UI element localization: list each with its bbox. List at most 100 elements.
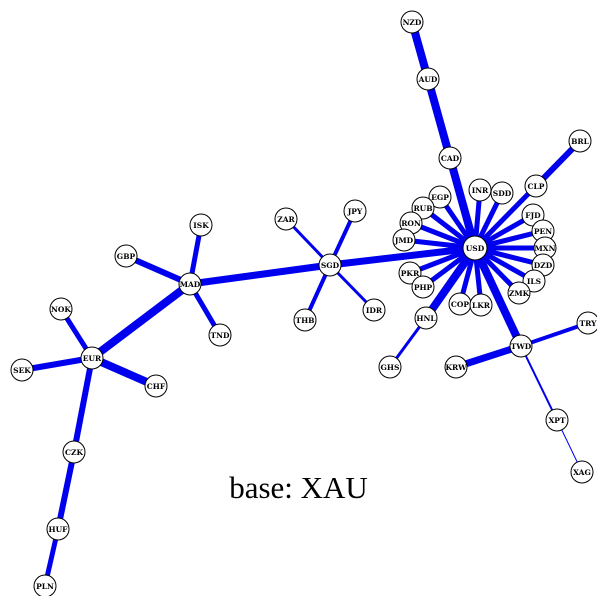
edge-czk-eur: [71, 357, 95, 453]
node-ils: ILS: [522, 269, 546, 293]
node-label: JMD: [394, 236, 414, 245]
node-label: SGD: [321, 261, 340, 270]
node-label: HUF: [49, 525, 69, 534]
node-jmd: JMD: [392, 228, 416, 252]
node-circle: [10, 358, 34, 382]
edge-aud-cad: [424, 77, 454, 160]
node-label: CAD: [441, 154, 460, 163]
node-hnl: HNL: [414, 306, 438, 330]
node-circle: [400, 10, 424, 34]
node-label: NOK: [51, 305, 71, 314]
node-circle: [428, 185, 452, 209]
edge-twd-usd: [471, 246, 525, 348]
node-circle: [509, 334, 533, 358]
node-circle: [522, 269, 546, 293]
node-label: GBP: [117, 252, 136, 261]
node-circle: [343, 199, 367, 223]
node-isk: ISK: [189, 213, 213, 237]
node-twd: TWD: [509, 334, 533, 358]
node-idr: IDR: [362, 298, 386, 322]
node-nzd: NZD: [400, 10, 424, 34]
node-circle: [80, 346, 104, 370]
node-xag: XAG: [570, 460, 594, 484]
node-cop: COP: [448, 292, 472, 316]
node-gbp: GBP: [114, 244, 138, 268]
node-label: DZD: [534, 261, 553, 270]
node-brl: BRL: [568, 129, 592, 153]
node-label: THB: [295, 316, 314, 325]
node-label: KRW: [445, 363, 467, 372]
node-try: TRY: [576, 311, 597, 335]
node-tnd: TND: [208, 323, 232, 347]
node-circle: [274, 207, 298, 231]
node-pen: PEN: [531, 219, 555, 243]
edge-sgd-usd: [329, 244, 476, 269]
node-inr: INR: [468, 178, 492, 202]
node-circle: [189, 213, 213, 237]
node-aud: AUD: [416, 67, 440, 91]
node-circle: [411, 275, 435, 299]
node-sgd: SGD: [318, 253, 342, 277]
node-label: CLP: [528, 182, 545, 191]
node-label: ILS: [527, 277, 541, 286]
node-pln: PLN: [33, 574, 57, 596]
node-label: AUD: [418, 75, 438, 84]
node-circle: [444, 355, 468, 379]
node-label: SEK: [13, 366, 31, 375]
node-label: PLN: [36, 582, 54, 591]
node-label: LKR: [472, 301, 491, 310]
edge-clp-usd: [473, 184, 538, 250]
node-mad: MAD: [178, 272, 202, 296]
node-circle: [62, 440, 86, 464]
edge-huf-czk: [55, 451, 77, 530]
node-label: CZK: [65, 448, 83, 457]
node-circle: [507, 281, 531, 305]
node-circle: [462, 235, 488, 261]
node-label: EUR: [83, 354, 102, 363]
node-label: PEN: [534, 227, 552, 236]
node-label: NZD: [403, 18, 422, 27]
node-cad: CAD: [438, 146, 462, 170]
node-label: TWD: [511, 342, 532, 351]
edge-sek-eur: [21, 355, 93, 373]
node-circle: [318, 253, 342, 277]
node-circle: [438, 146, 462, 170]
node-label: XAG: [573, 468, 591, 477]
node-czk: CZK: [62, 440, 86, 464]
node-label: ZAR: [277, 215, 295, 224]
node-label: JPY: [347, 207, 363, 216]
node-circle: [545, 408, 569, 432]
node-label: TND: [211, 331, 230, 340]
node-label: RUB: [413, 204, 432, 213]
node-circle: [33, 574, 57, 596]
node-zmk: ZMK: [507, 281, 531, 305]
node-label: TRY: [580, 319, 597, 328]
node-circle: [46, 517, 70, 541]
edge-chf-eur: [90, 354, 158, 390]
node-label: SDD: [493, 189, 512, 198]
node-label: ZMK: [509, 289, 530, 298]
node-label: FJD: [525, 211, 541, 220]
node-label: CHF: [147, 382, 166, 391]
node-label: INR: [472, 186, 489, 195]
node-label: XPT: [548, 416, 565, 425]
edge-xpt-twd: [520, 345, 558, 421]
node-rub: RUB: [411, 196, 435, 220]
node-circle: [416, 67, 440, 91]
node-nok: NOK: [49, 297, 73, 321]
node-usd: USD: [462, 235, 488, 261]
node-ghs: GHS: [378, 355, 402, 379]
node-egp: EGP: [428, 185, 452, 209]
node-circle: [490, 181, 514, 205]
node-sdd: SDD: [490, 181, 514, 205]
node-circle: [570, 460, 594, 484]
node-circle: [378, 355, 402, 379]
node-clp: CLP: [524, 174, 548, 198]
node-circle: [144, 374, 168, 398]
edge-cad-usd: [446, 156, 479, 250]
node-label: BRL: [571, 137, 590, 146]
node-circle: [576, 311, 597, 335]
edge-hnl-usd: [422, 245, 479, 321]
